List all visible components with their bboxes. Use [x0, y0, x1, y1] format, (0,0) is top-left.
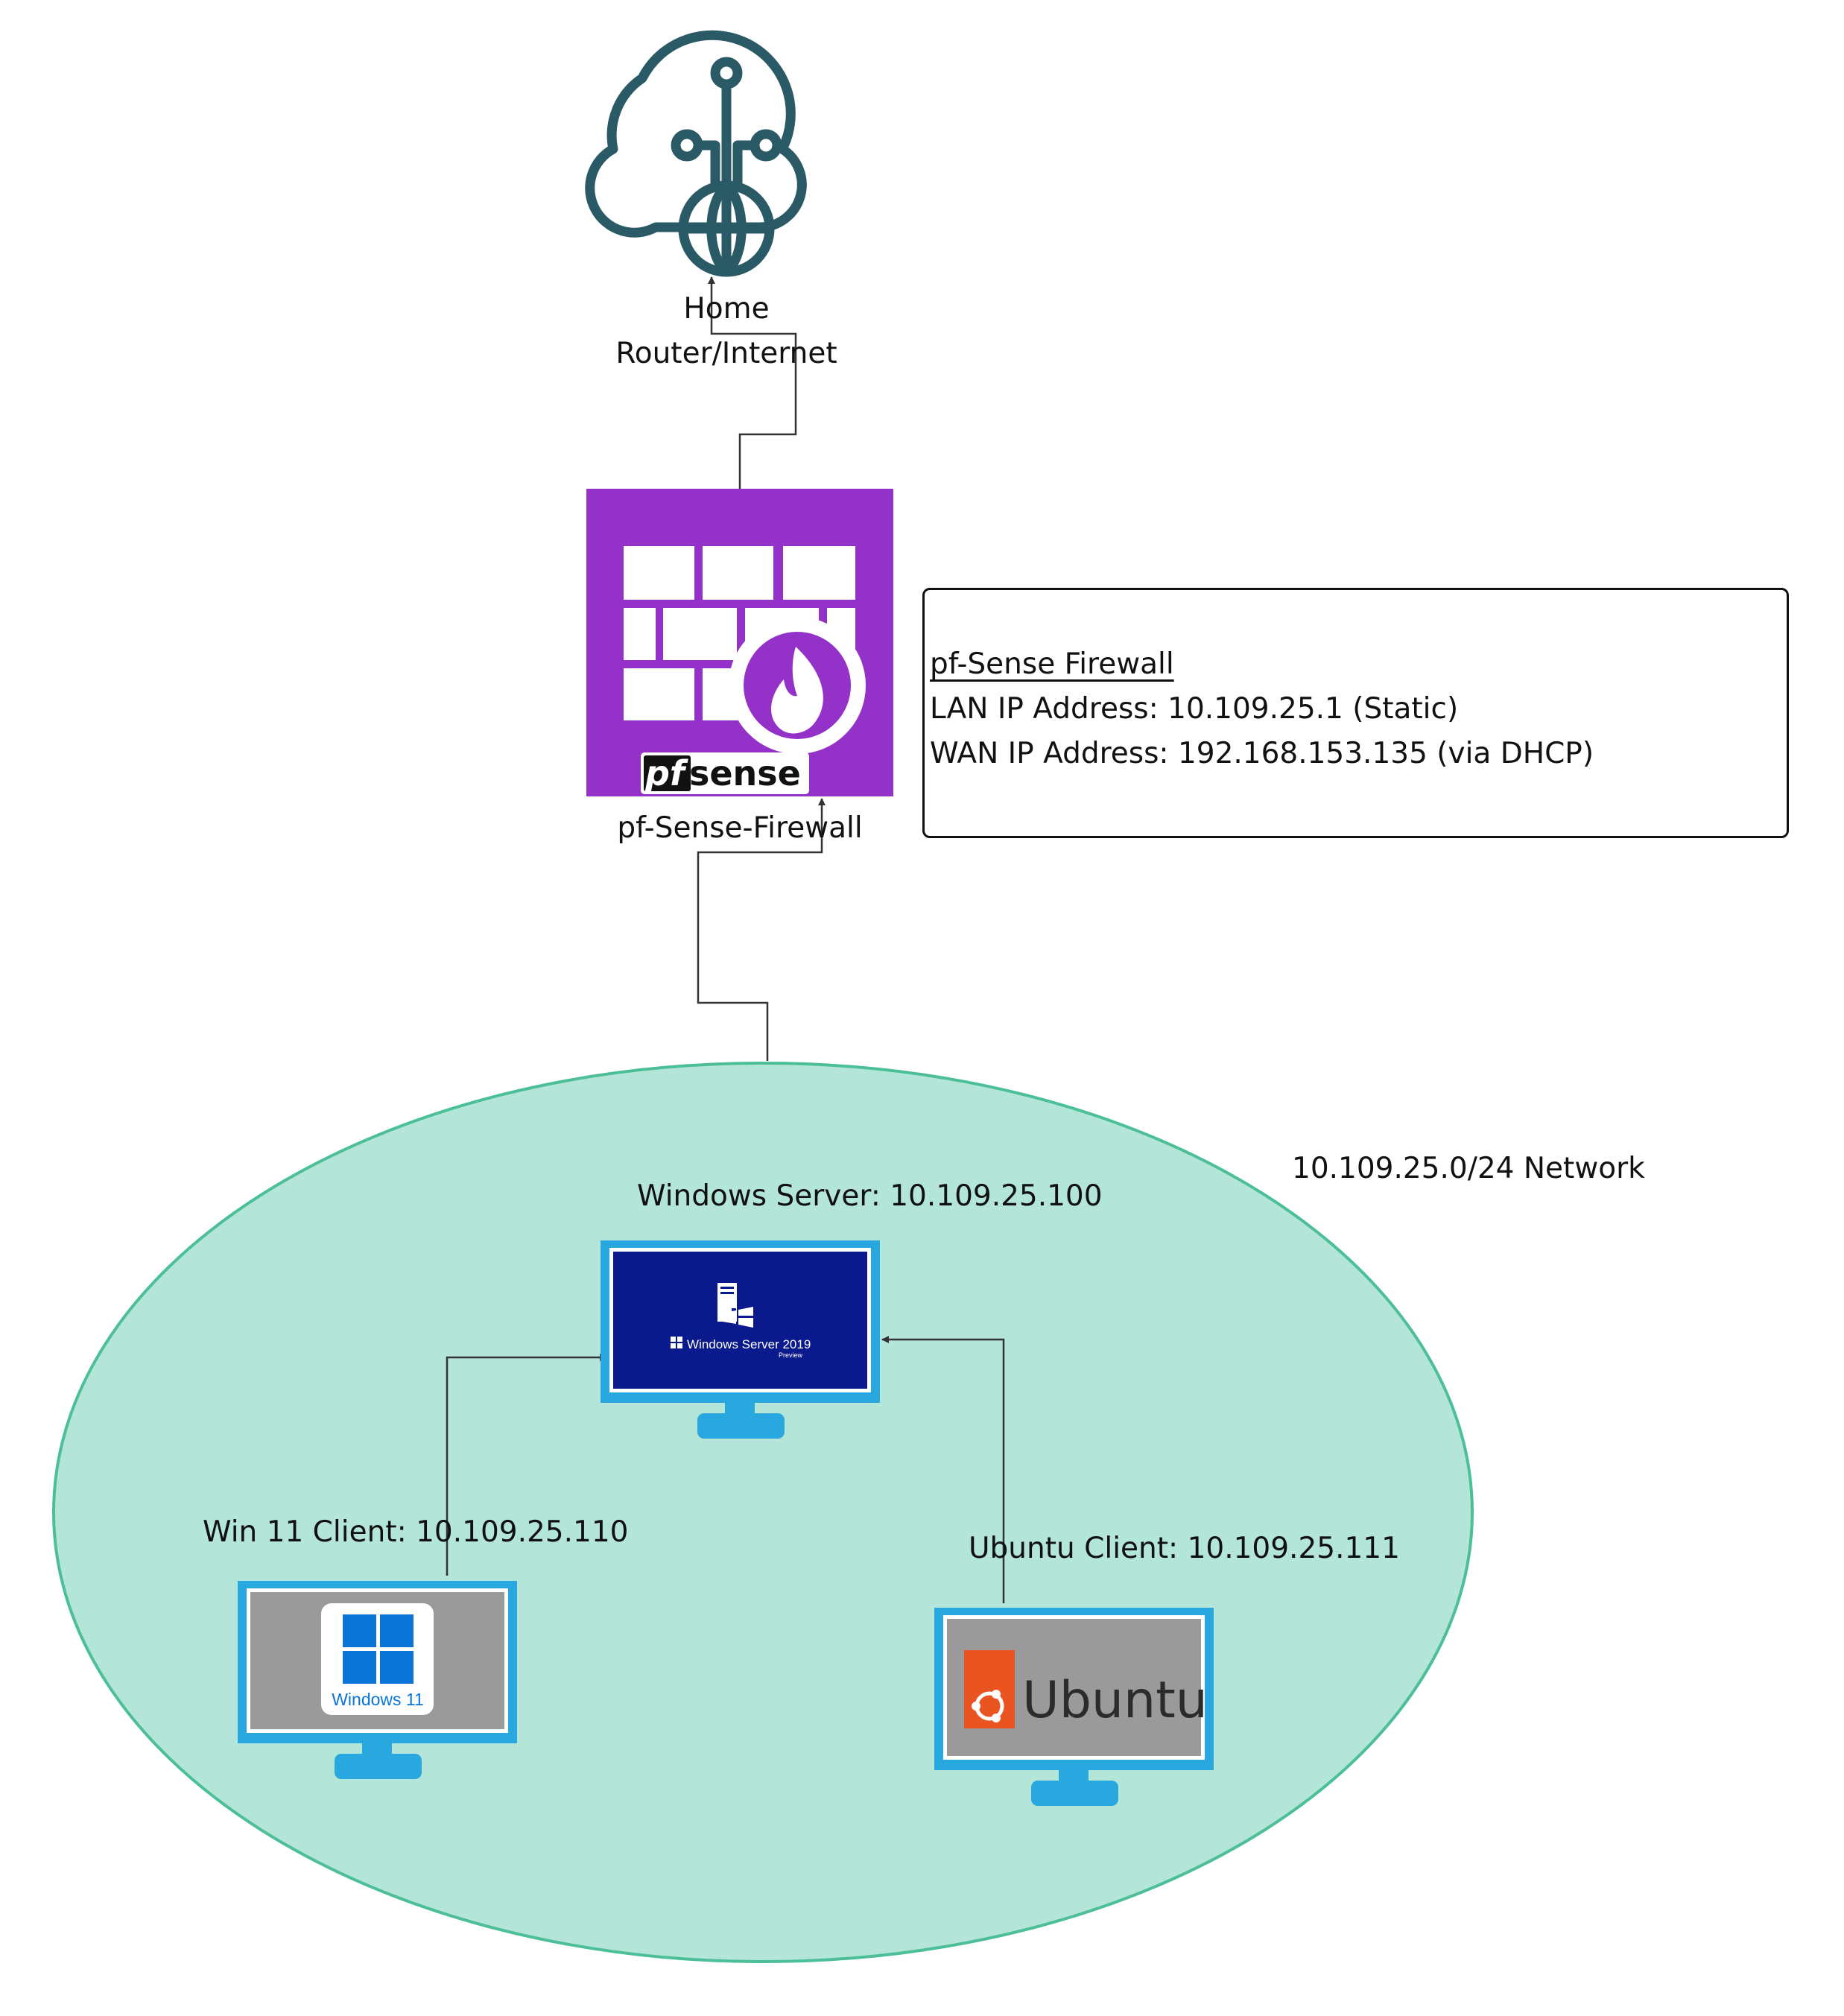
edge-firewall-to-internet [708, 276, 797, 489]
firewall-info-box [922, 588, 1789, 838]
info-title: pf-Sense Firewall [930, 647, 1174, 681]
info-lan-ip: LAN IP Address: 10.109.25.1 (Static) [930, 692, 1459, 726]
ubuntu-label: Ubuntu Client: 10.109.25.111 [969, 1532, 1400, 1565]
edge-win11-to-server [446, 1354, 607, 1576]
info-wan-ip: WAN IP Address: 192.168.153.135 (via DHC… [930, 737, 1594, 770]
ubuntu-logo [964, 1650, 1015, 1728]
server-label: Windows Server: 10.109.25.100 [637, 1179, 1103, 1213]
firewall-brick-icon [586, 489, 893, 796]
network-label: 10.109.25.0/24 Network [1292, 1152, 1645, 1185]
ubuntu-monitor-icon [934, 1608, 1214, 1806]
cloud-globe-icon [585, 30, 807, 277]
internet-label: Home Router/Internet [615, 292, 837, 370]
flame-icon [771, 647, 823, 734]
server-screen-subtext: Preview [779, 1351, 803, 1359]
firewall-info-text: pf-Sense Firewall LAN IP Address: 10.109… [930, 642, 1594, 776]
edge-ubuntu-to-server [881, 1336, 1005, 1603]
server-screen-text: Windows Server 2019 [687, 1337, 811, 1351]
windows11-logo-text: Windows 11 [332, 1690, 424, 1709]
win11-monitor-icon [238, 1581, 517, 1779]
firewall-label: pf-Sense-Firewall [617, 811, 863, 845]
ubuntu-logo-text: Ubuntu [1022, 1671, 1208, 1730]
server-monitor-icon [601, 1240, 880, 1439]
win11-label: Win 11 Client: 10.109.25.110 [203, 1515, 629, 1549]
edge-network-to-firewall [697, 798, 826, 1061]
